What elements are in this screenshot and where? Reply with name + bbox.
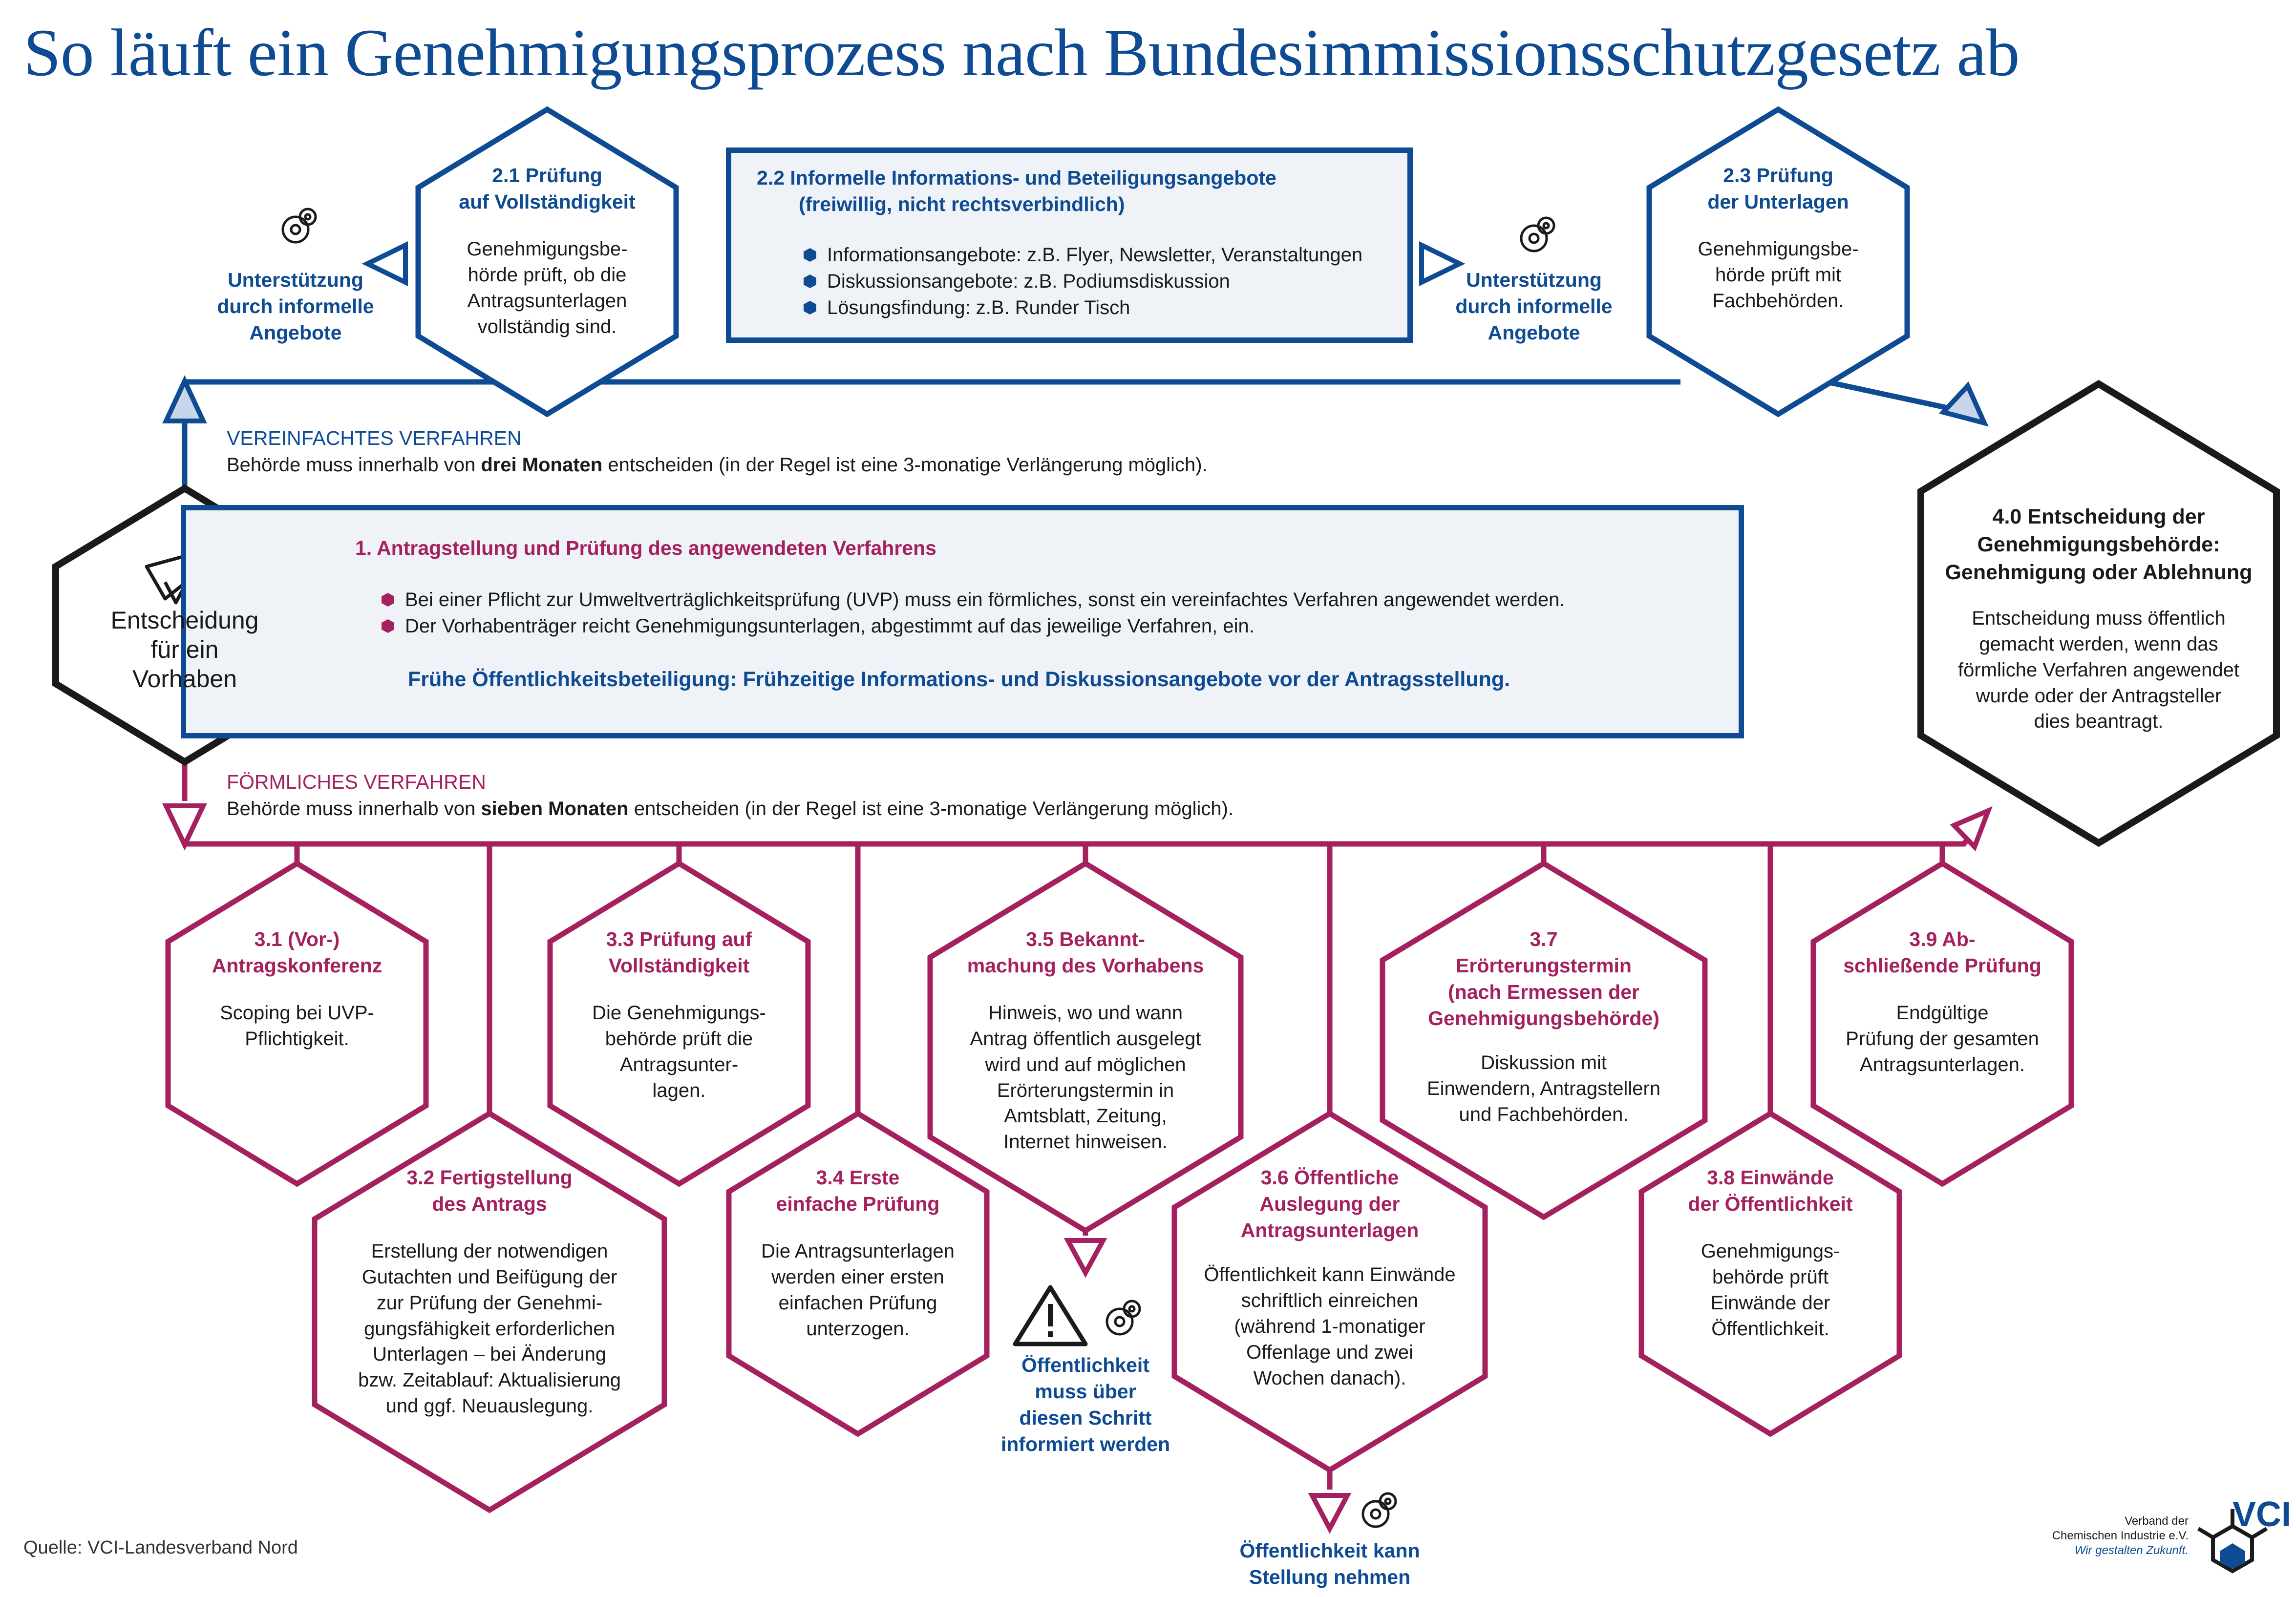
- step-3-1-title: 3.1 (Vor-) Antragskonferenz: [212, 928, 383, 977]
- step-3-7-body: Diskussion mit Einwendern, Antragsteller…: [1426, 1052, 1661, 1126]
- start-label: Entscheidung für ein Vorhaben: [110, 607, 259, 693]
- hex-3-2: [312, 1110, 667, 1513]
- step-3-4-title: 3.4 Erste einfache Prüfung: [776, 1166, 940, 1216]
- hex-3-6: [1171, 1110, 1488, 1473]
- step-2-2-box: 2.2 Informelle Informations- und Beteili…: [726, 147, 1413, 343]
- hex-3-3: [547, 860, 811, 1187]
- step-1-box: 1. Antragstellung und Prüfung des angewe…: [181, 505, 1744, 738]
- step-2-2-list: Informationsangebote: z.B. Flyer, Newsle…: [804, 242, 1362, 321]
- gear-icon: [1105, 1300, 1141, 1336]
- support-label-right: Unterstützung durch informelle Angebote: [1455, 269, 1613, 344]
- step-3-5: 3.5 Bekannt- machung des Vorhabens Hinwe…: [930, 926, 1241, 1155]
- note-3-5: Öffentlichkeit muss über diesen Schritt …: [1000, 1354, 1170, 1456]
- gear-icon: [281, 208, 317, 244]
- step-3-2-title: 3.2 Fertigstellung des Antrags: [406, 1166, 573, 1216]
- hex-4-0: [1917, 379, 2280, 847]
- step-3-1-body: Scoping bei UVP- Pflichtigkeit.: [220, 1002, 374, 1050]
- step-2-1: 2.1 Prüfung auf Vollständigkeit Genehmig…: [418, 162, 676, 339]
- list-item: Lösungsfindung: z.B. Runder Tisch: [804, 294, 1362, 321]
- vci-logo-wordmark: VCI: [2232, 1495, 2291, 1534]
- gear-icon: [1361, 1492, 1397, 1528]
- arrow-right-blue: [1419, 241, 1466, 286]
- step-1-title: 1. Antragstellung und Prüfung des angewe…: [355, 537, 936, 559]
- step-4-0-title: 4.0 Entscheidung der Genehmigungsbehörde…: [1945, 505, 2253, 584]
- step-2-3: 2.3 Prüfung der Unterlagen Genehmigungsb…: [1649, 162, 1907, 314]
- hex-bullet-icon: [804, 248, 816, 262]
- step-2-3-body: Genehmigungsbe- hörde prüft mit Fachbehö…: [1698, 238, 1859, 312]
- hex-bullet-icon: [804, 274, 816, 288]
- formal-procedure: FÖRMLICHES VERFAHREN Behörde muss innerh…: [227, 769, 1233, 822]
- step-3-8-title: 3.8 Einwände der Öffentlichkeit: [1688, 1166, 1853, 1216]
- formal-procedure-text: Behörde muss innerhalb von sieben Monate…: [227, 798, 1234, 820]
- step-4-0: 4.0 Entscheidung der Genehmigungsbehörde…: [1921, 503, 2276, 735]
- step-3-6-title: 3.6 Öffentliche Auslegung der Antragsunt…: [1240, 1166, 1419, 1242]
- arrow-to-4-0-magenta: [1950, 806, 1993, 852]
- arrow-down-3-6: [1308, 1493, 1352, 1534]
- hex-bullet-icon: [804, 301, 816, 315]
- step-3-7-title: 3.7 Erörterungstermin (nach Ermessen der…: [1428, 928, 1659, 1030]
- support-label-left: Unterstützung durch informelle Angebote: [217, 269, 374, 344]
- step-1-note: Frühe Öffentlichkeitsbeteiligung: Frühze…: [408, 668, 1510, 691]
- step-3-9-title: 3.9 Ab- schließende Prüfung: [1843, 928, 2041, 977]
- simplified-procedure-text: Behörde muss innerhalb von drei Monaten …: [227, 454, 1208, 476]
- blue-branch-line: [1826, 379, 1955, 412]
- step-3-9: 3.9 Ab- schließende Prüfung Endgültige P…: [1813, 926, 2071, 1078]
- source-label: Quelle: VCI-Landesverband Nord: [23, 1537, 298, 1558]
- arrow-up-blue: [162, 375, 207, 423]
- page-title: So läuft ein Genehmigungsprozess nach Bu…: [23, 15, 2020, 90]
- step-4-0-body: Entscheidung muss öffentlich gemacht wer…: [1958, 608, 2239, 733]
- step-3-8-body: Genehmigungs- behörde prüft Einwände der…: [1701, 1240, 1840, 1340]
- arrow-to-4-0-blue: [1938, 381, 1989, 427]
- hex-3-1: [165, 860, 429, 1187]
- list-item: Bei einer Pflicht zur Umweltverträglichk…: [382, 587, 1565, 613]
- arrow-down-3-5: [1063, 1238, 1107, 1278]
- gear-icon: [1520, 216, 1555, 252]
- step-2-3-title: 2.3 Prüfung der Unterlagen: [1707, 164, 1849, 213]
- step-3-2: 3.2 Fertigstellung des Antrags Erstellun…: [315, 1164, 664, 1419]
- list-item: Informationsangebote: z.B. Flyer, Newsle…: [804, 242, 1362, 268]
- step-3-6-body: Öffentlichkeit kann Einwände schriftlich…: [1204, 1264, 1456, 1389]
- step-3-3: 3.3 Prüfung auf Vollständigkeit Die Gene…: [550, 926, 808, 1103]
- hex-3-5: [927, 860, 1244, 1234]
- step-3-4: 3.4 Erste einfache Prüfung Die Antragsun…: [729, 1164, 987, 1342]
- hex-bullet-icon: [382, 593, 394, 607]
- warning-icon: [1013, 1285, 1088, 1346]
- step-3-9-body: Endgültige Prüfung der gesamten Antragsu…: [1846, 1002, 2039, 1075]
- hex-3-4: [726, 1110, 990, 1437]
- hex-2-1: [415, 106, 679, 418]
- magenta-main-line: [193, 819, 1986, 847]
- formal-procedure-heading: FÖRMLICHES VERFAHREN: [227, 771, 486, 793]
- step-3-3-title: 3.3 Prüfung auf Vollständigkeit: [606, 928, 752, 977]
- step-1-list: Bei einer Pflicht zur Umweltverträglichk…: [382, 587, 1565, 639]
- simplified-procedure-heading: VEREINFACHTES VERFAHREN: [227, 427, 522, 449]
- step-3-7: 3.7 Erörterungstermin (nach Ermessen der…: [1382, 926, 1705, 1128]
- hex-3-9: [1810, 860, 2074, 1187]
- arrow-left-blue: [361, 241, 408, 286]
- step-3-6: 3.6 Öffentliche Auslegung der Antragsunt…: [1174, 1164, 1485, 1391]
- step-2-1-title: 2.1 Prüfung auf Vollständigkeit: [459, 164, 636, 213]
- step-3-3-body: Die Genehmigungs- behörde prüft die Antr…: [592, 1002, 766, 1101]
- note-3-6: Öffentlichkeit kann Stellung nehmen: [1239, 1539, 1420, 1589]
- step-3-2-body: Erstellung der notwendigen Gutachten und…: [358, 1240, 621, 1417]
- vci-logo-text: Verband der Chemischen Industrie e.V. Wi…: [2052, 1514, 2189, 1557]
- step-3-8: 3.8 Einwände der Öffentlichkeit Genehmig…: [1641, 1164, 1899, 1342]
- step-3-5-title: 3.5 Bekannt- machung des Vorhabens: [967, 928, 1204, 977]
- vci-logo-mark: [2197, 1509, 2268, 1574]
- list-item: Diskussionsangebote: z.B. Podiumsdiskuss…: [804, 268, 1362, 294]
- step-3-5-body: Hinweis, wo und wann Antrag öffentlich a…: [970, 1002, 1201, 1153]
- step-3-1: 3.1 (Vor-) Antragskonferenz Scoping bei …: [168, 926, 426, 1052]
- simplified-procedure: VEREINFACHTES VERFAHREN Behörde muss inn…: [227, 425, 1208, 478]
- step-2-1-body: Genehmigungsbe- hörde prüft, ob die Antr…: [467, 238, 628, 337]
- vci-logo: Verband der Chemischen Industrie e.V. Wi…: [1954, 1494, 2291, 1592]
- hex-bullet-icon: [382, 619, 394, 633]
- step-3-4-body: Die Antragsunterlagen werden einer erste…: [761, 1240, 955, 1340]
- hex-3-8: [1638, 1110, 1902, 1437]
- list-item: Der Vorhabenträger reicht Genehmigungsun…: [382, 613, 1565, 639]
- hex-2-3: [1646, 106, 1910, 418]
- step-2-2-title: 2.2 Informelle Informations- und Beteili…: [757, 167, 1276, 216]
- arrow-down-magenta: [162, 803, 207, 851]
- hex-3-7: [1380, 860, 1708, 1220]
